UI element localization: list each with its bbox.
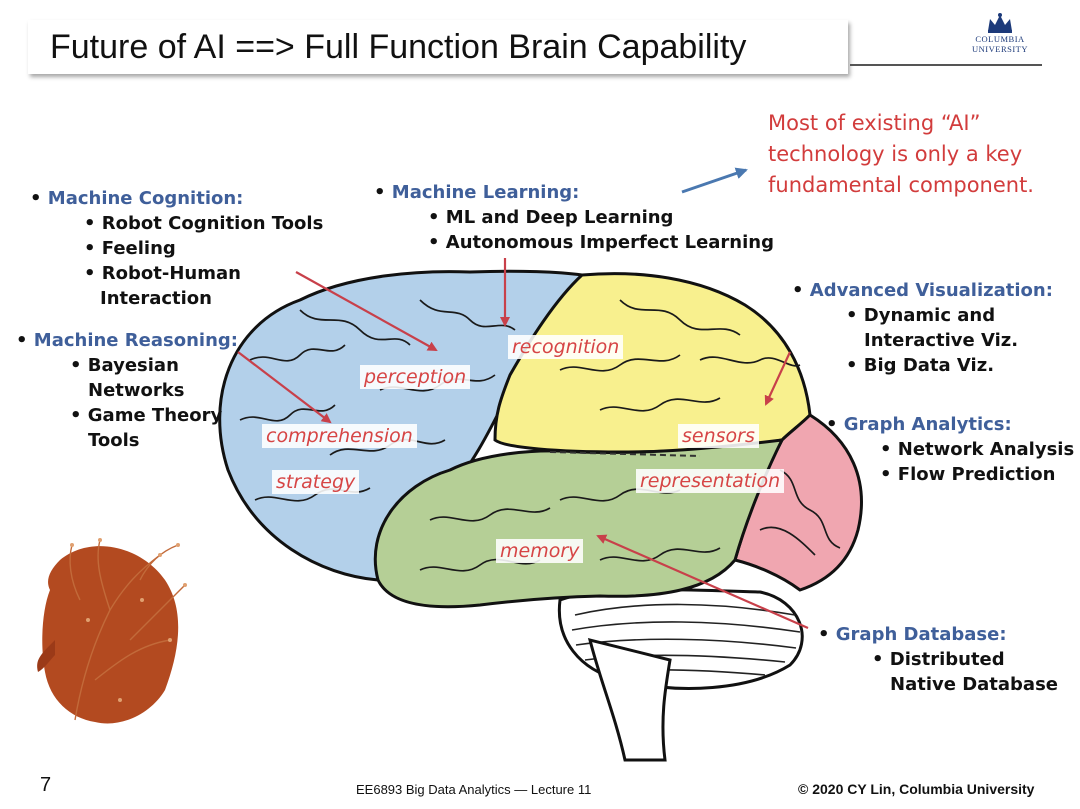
bullet-item: • Feeling xyxy=(84,238,176,259)
region-recognition: recognition xyxy=(508,335,624,359)
graph-database-block: • Graph Database: • Distributed Native D… xyxy=(818,622,1058,697)
note-line-3: fundamental component. xyxy=(768,173,1034,197)
machine-reasoning-block: • Machine Reasoning: • Bayesian Networks… xyxy=(16,328,238,453)
note-line-2: technology is only a key xyxy=(768,142,1023,166)
bullet-item-continuation: Networks xyxy=(88,380,185,401)
bullet-item: • Dynamic and xyxy=(846,305,996,326)
bullet-item: • Bayesian xyxy=(70,355,179,376)
bullet-item: • Distributed xyxy=(872,649,1005,670)
graph-analytics-block: • Graph Analytics: • Network Analysis • … xyxy=(826,412,1074,487)
machine-cognition-heading: • Machine Cognition: xyxy=(30,188,244,209)
logo-line-1: COLUMBIA xyxy=(975,34,1025,44)
title-box: Future of AI ==> Full Function Brain Cap… xyxy=(28,20,848,74)
bullet-item-continuation: Interactive Viz. xyxy=(864,330,1019,351)
region-sensors: sensors xyxy=(678,424,759,448)
bullet-item-continuation: Native Database xyxy=(890,674,1058,695)
advanced-visualization-block: • Advanced Visualization: • Dynamic and … xyxy=(792,278,1053,378)
advanced-visualization-heading: • Advanced Visualization: xyxy=(792,280,1053,301)
region-strategy: strategy xyxy=(272,470,360,494)
footer-course: EE6893 Big Data Analytics — Lecture 11 xyxy=(356,782,592,797)
page-number: 7 xyxy=(40,774,52,796)
machine-reasoning-heading: • Machine Reasoning: xyxy=(16,330,238,351)
bullet-item: • Autonomous Imperfect Learning xyxy=(428,232,774,253)
graph-database-heading: • Graph Database: xyxy=(818,624,1007,645)
logo-line-2: UNIVERSITY xyxy=(972,44,1028,54)
bullet-item-continuation: Interaction xyxy=(100,288,212,309)
bullet-item: • Robot-Human xyxy=(84,263,241,284)
slide-title: Future of AI ==> Full Function Brain Cap… xyxy=(50,28,747,66)
region-comprehension: comprehension xyxy=(262,424,417,448)
title-rule xyxy=(850,64,1042,66)
region-perception: perception xyxy=(360,365,471,389)
bullet-item: • Robot Cognition Tools xyxy=(84,213,324,234)
arrow-database xyxy=(596,534,809,630)
graph-analytics-heading: • Graph Analytics: xyxy=(826,414,1012,435)
columbia-logo: COLUMBIA UNIVERSITY xyxy=(960,12,1040,62)
arrow-cognition xyxy=(295,271,438,351)
coral-head-illustration xyxy=(37,538,187,724)
machine-learning-block: • Machine Learning: • ML and Deep Learni… xyxy=(374,180,774,255)
note-line-1: Most of existing “AI” xyxy=(768,111,981,135)
region-memory: memory xyxy=(496,539,584,563)
bullet-item: • Big Data Viz. xyxy=(846,355,995,376)
crown-icon xyxy=(988,13,1012,33)
bullet-item: • ML and Deep Learning xyxy=(428,207,674,228)
bullet-item: • Game Theory xyxy=(70,405,223,426)
existing-ai-note: Most of existing “AI” technology is only… xyxy=(768,108,1034,201)
machine-cognition-block: • Machine Cognition: • Robot Cognition T… xyxy=(30,186,323,311)
region-representation: representation xyxy=(636,469,785,493)
bullet-item-continuation: Tools xyxy=(88,430,140,451)
footer-copyright: © 2020 CY Lin, Columbia University xyxy=(798,781,1035,797)
arrow-visualization xyxy=(764,351,791,406)
bullet-item: • Flow Prediction xyxy=(880,464,1056,485)
arrow-reasoning xyxy=(237,351,332,424)
machine-learning-heading: • Machine Learning: xyxy=(374,182,580,203)
brainstem xyxy=(587,637,672,762)
bullet-item: • Network Analysis xyxy=(880,439,1075,460)
arrow-note xyxy=(681,167,748,194)
